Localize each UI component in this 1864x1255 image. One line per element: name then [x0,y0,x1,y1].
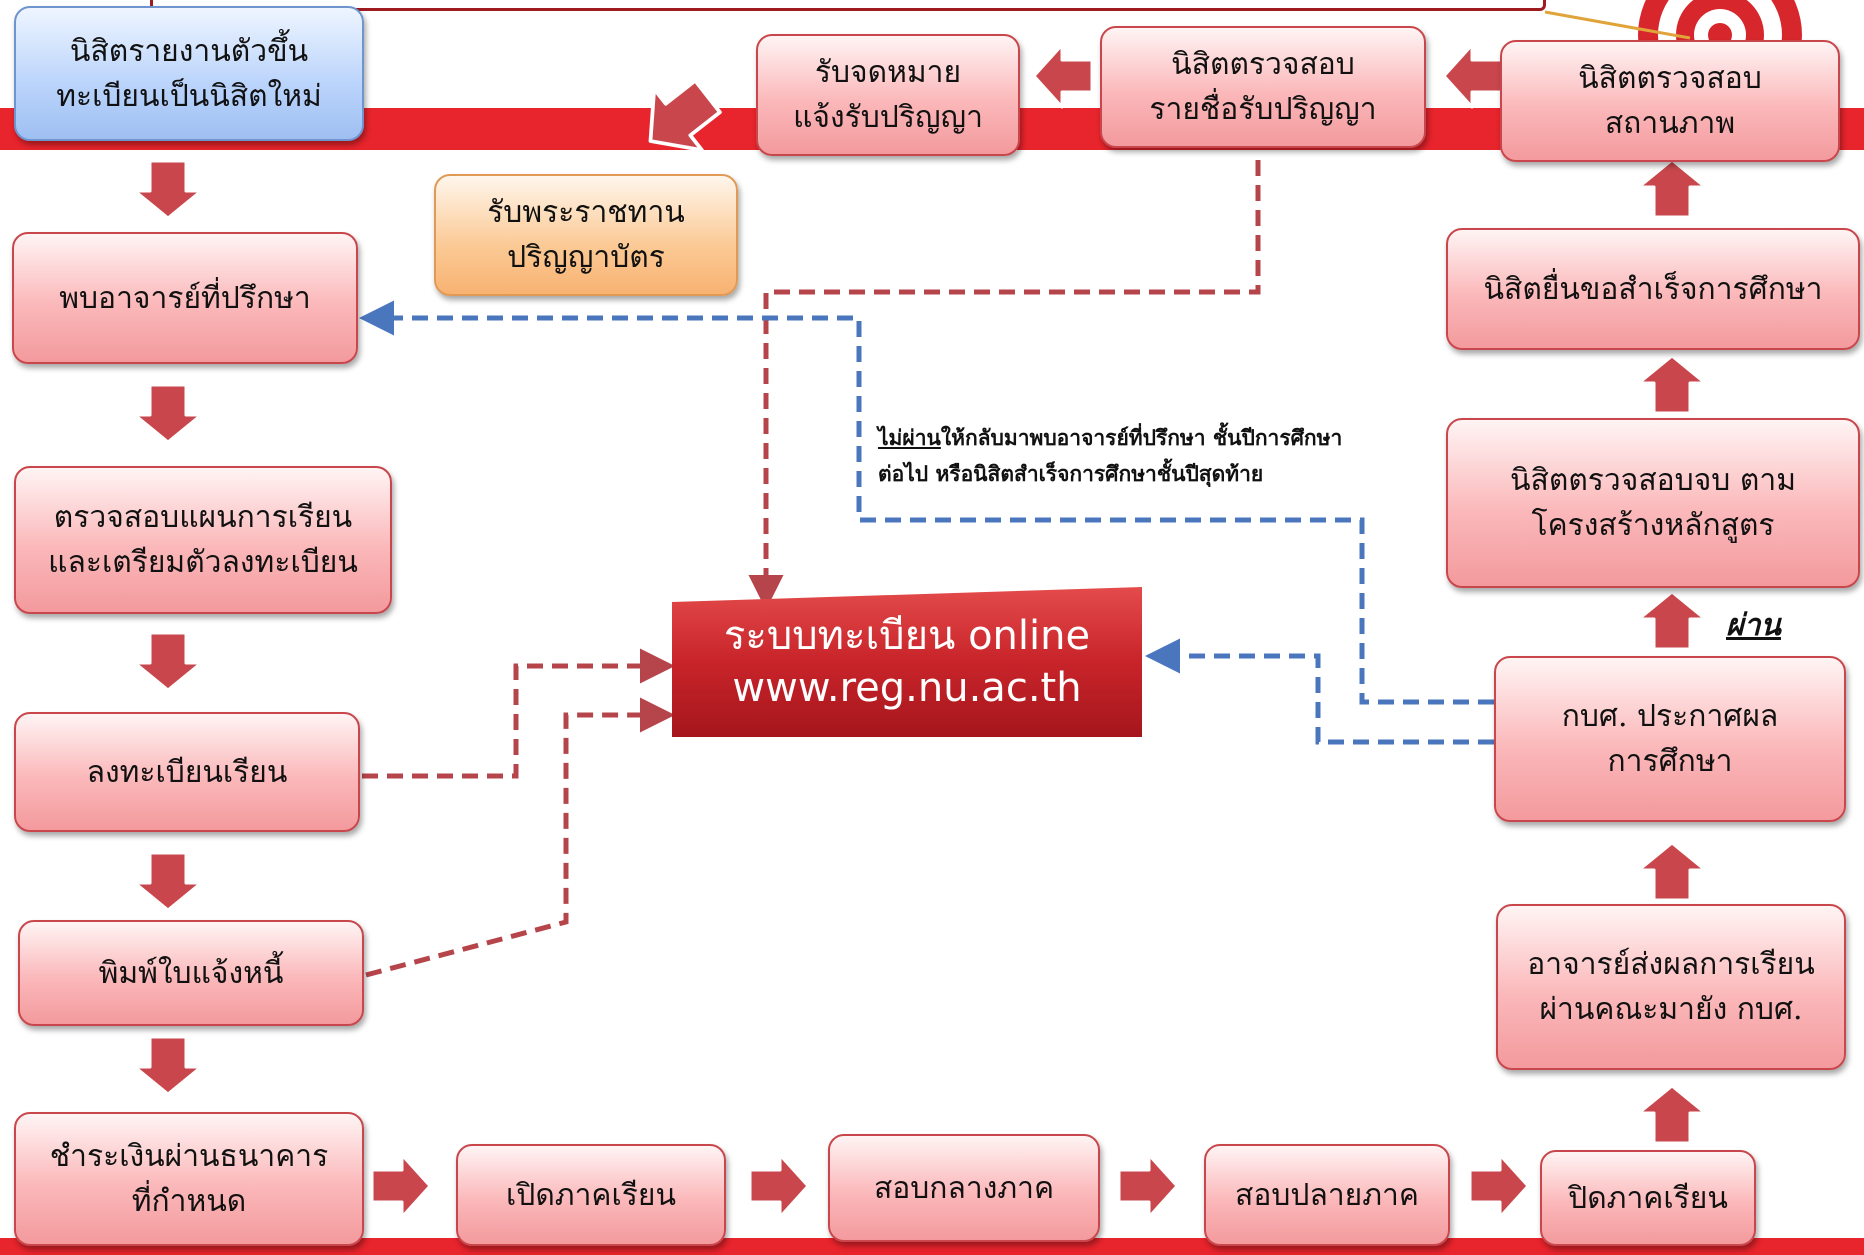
step-submit-grades: อาจารย์ส่งผลการเรียน ผ่านคณะมายัง กบศ. [1496,904,1846,1070]
step-check-status: นิสิตตรวจสอบ สถานภาพ [1500,40,1840,162]
step-label-line: นิสิตตรวจสอบจบ ตาม [1510,463,1796,498]
step-final-exam: สอบปลายภาค [1204,1144,1450,1246]
fail-note-line: ไม่ผ่านให้กลับมาพบอาจารย์ที่ปรึกษา ชั้นป… [878,420,1418,456]
step-meet-advisor: พบอาจารย์ที่ปรึกษา [12,232,358,364]
arrow-right [370,1153,432,1219]
step-label-line: ผ่านคณะมายัง กบศ. [1539,992,1803,1027]
arrow-left [1442,43,1504,109]
step-receive-diploma: รับพระราชทาน ปริญญาบัตร [434,174,738,296]
step-close-semester: ปิดภาคเรียน [1540,1150,1756,1246]
arrow-right [748,1153,810,1219]
step-label-line: สอบกลางภาค [873,1170,1055,1206]
step-label-line: ที่กำหนด [131,1184,247,1219]
step-print-invoice: พิมพ์ใบแจ้งหนี้ [18,920,364,1026]
step-label-line: อาจารย์ส่งผลการเรียน [1527,947,1815,982]
dash-invoice-to-system [365,697,675,978]
dash-register-to-system [362,648,675,779]
arrow-up [1637,590,1707,651]
arrow-right [1468,1153,1530,1219]
step-open-semester: เปิดภาคเรียน [456,1144,726,1246]
step-label-line: ปริญญาบัตร [507,240,665,275]
step-check-degree-list: นิสิตตรวจสอบ รายชื่อรับปริญญา [1100,26,1426,148]
step-label-line: รายชื่อรับปริญญา [1149,92,1377,127]
arrow-up [1637,158,1707,219]
step-pay-bank: ชำระเงินผ่านธนาคาร ที่กำหนด [14,1112,364,1246]
step-label-line: กบศ. ประกาศผล [1561,699,1779,734]
step-check-plan: ตรวจสอบแผนการเรียน และเตรียมตัวลงทะเบียน [14,466,392,614]
step-midterm: สอบกลางภาค [828,1134,1100,1242]
step-label-line: ลงทะเบียนเรียน [86,754,288,790]
step-label-line: พบอาจารย์ที่ปรึกษา [59,280,311,316]
registration-system-title: ระบบทะเบียน online [723,613,1091,659]
registration-system-box: ระบบทะเบียน online www.reg.nu.ac.th [672,587,1142,737]
step-register: ลงทะเบียนเรียน [14,712,360,832]
step-label-line: เปิดภาคเรียน [506,1177,676,1213]
arrow-down [133,851,203,912]
arrow-up [1637,1084,1707,1145]
registration-system-url: www.reg.nu.ac.th [732,665,1082,711]
step-label-line: นิสิตตรวจสอบ [1578,61,1762,96]
step-label-line: รับพระราชทาน [487,195,685,230]
arrow-up [1637,841,1707,902]
fail-note-text: ให้กลับมาพบอาจารย์ที่ปรึกษา ชั้นปีการศึก… [940,425,1343,450]
fail-note-line: ต่อไป หรือนิสิตสำเร็จการศึกษาชั้นปีสุดท้… [878,460,1264,486]
pass-label: ผ่าน [1726,608,1781,643]
arrow-down [133,383,203,444]
dash-results-to-system [1145,638,1494,745]
fail-word: ไม่ผ่าน [878,425,941,450]
arrow-down [133,159,203,220]
dash-fail-to-advisor [359,300,1494,705]
step-label-line: ตรวจสอบแผนการเรียน [53,500,353,535]
step-label-line: รับจดหมาย [814,55,962,90]
arrow-down [133,1035,203,1096]
step-label-line: พิมพ์ใบแจ้งหนี้ [98,955,284,991]
arrow-up [1637,354,1707,415]
step-label-line: แจ้งรับปริญญา [793,100,983,135]
fail-note: ไม่ผ่านให้กลับมาพบอาจารย์ที่ปรึกษา ชั้นป… [878,420,1418,491]
step-label-line: นิสิตตรวจสอบ [1171,47,1355,82]
step-label-line: ปิดภาคเรียน [1568,1180,1728,1216]
step-label-line: สอบปลายภาค [1235,1177,1419,1213]
arrow-left [1032,43,1094,109]
step-label-line: นิสิตยื่นขอสำเร็จการศึกษา [1483,271,1823,307]
step-label-line: ชำระเงินผ่านธนาคาร [49,1139,329,1174]
step-label-line: โครงสร้างหลักสูตร [1531,508,1775,543]
step-receive-letter: รับจดหมาย แจ้งรับปริญญา [756,34,1020,156]
step-label-line: การศึกษา [1607,744,1733,779]
step-apply-graduation: นิสิตยื่นขอสำเร็จการศึกษา [1446,228,1860,350]
step-check-graduation: นิสิตตรวจสอบจบ ตาม โครงสร้างหลักสูตร [1446,418,1860,588]
arrow-diagonal [648,78,722,152]
step-label-line: สถานภาพ [1604,106,1736,141]
step-label-line: และเตรียมตัวลงทะเบียน [48,545,358,580]
step-announce-results: กบศ. ประกาศผล การศึกษา [1494,656,1846,822]
step-label-line: นิสิตรายงานตัวขึ้น [69,33,309,69]
arrow-down [133,631,203,692]
dash-degree-list-to-system [748,160,1261,610]
top-frame-line [150,0,1546,11]
step-new-student: นิสิตรายงานตัวขึ้น ทะเบียนเป็นนิสิตใหม่ [14,6,364,141]
arrow-right [1117,1153,1179,1219]
step-label-line: ทะเบียนเป็นนิสิตใหม่ [56,78,322,114]
